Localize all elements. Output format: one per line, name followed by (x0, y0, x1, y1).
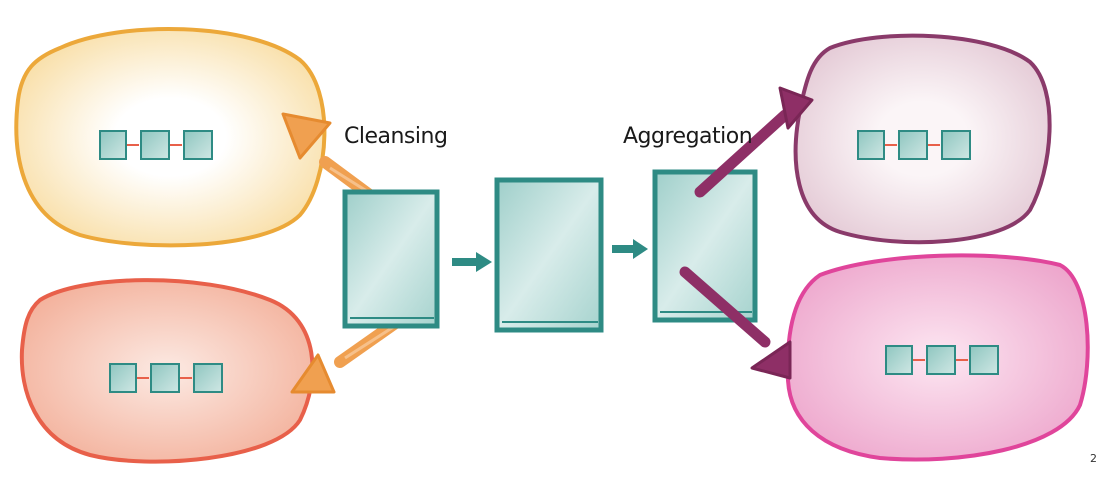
sink-bottom-blob (785, 253, 1090, 462)
cleansing-store (342, 189, 440, 329)
intermediate-store (494, 177, 604, 333)
pipeline-icon (885, 345, 999, 375)
flow-arrow-1 (452, 252, 492, 272)
page-number: 2 (1090, 452, 1097, 465)
flow-arrow-2 (612, 239, 648, 259)
source-top-blob (14, 27, 327, 248)
sink-top-blob (793, 33, 1052, 245)
pipeline-icon (857, 130, 971, 160)
purple-arrow-bottom (679, 266, 792, 380)
purple-arrow-top (694, 86, 814, 198)
pipeline-icon (99, 130, 213, 160)
source-bottom-blob (19, 278, 315, 464)
aggregation-label: Aggregation (623, 124, 752, 149)
pipeline-icon (109, 363, 223, 393)
cleansing-label: Cleansing (344, 124, 447, 149)
